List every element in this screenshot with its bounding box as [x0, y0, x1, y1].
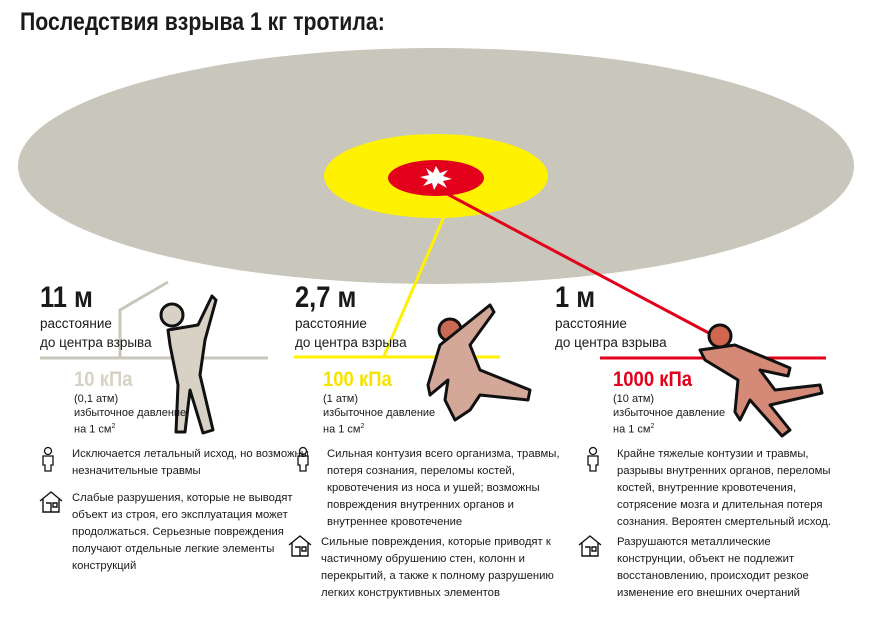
distance-value: 2,7 м: [295, 281, 357, 314]
falling-person-figure: [426, 303, 532, 422]
superscript: 2: [111, 423, 116, 430]
atm-value: (0,1 атм): [74, 393, 119, 405]
person-icon: [295, 446, 311, 478]
distance-label: до центра взрыва: [40, 335, 152, 350]
lying-person-figure: [698, 323, 824, 438]
distance-label: до центра взрыва: [555, 335, 667, 350]
house-icon: [287, 534, 313, 564]
pressure-value: 100 кПа: [323, 368, 392, 391]
pressure-details: (10 атм) избыточное давление на 1 см2: [613, 392, 725, 437]
pressure-details: (0,1 атм) избыточное давление на 1 см2: [74, 392, 186, 437]
zone-1m: 1 м расстояние до центра взрыва 1000 кПа…: [555, 281, 831, 600]
distance-label: расстояние: [40, 316, 112, 331]
people-effect-text: Крайне тяжелые контузии и травмы, разрыв…: [617, 448, 832, 528]
house-icon: [38, 490, 64, 520]
yellow-pointer-line: [382, 211, 448, 357]
building-effect-text: Слабые разрушения, которые не выводят об…: [72, 492, 293, 572]
per-area: на 1 см: [74, 423, 112, 436]
distance-label: расстояние: [555, 316, 627, 331]
distance-value: 1 м: [555, 281, 596, 314]
people-effect-text: Исключается летальный исход, но возможны…: [72, 448, 309, 477]
superscript: 2: [360, 423, 365, 430]
gray-pointer-line: [118, 280, 169, 358]
person-icon: [40, 446, 56, 478]
pressure-label: избыточное давление: [323, 407, 436, 419]
per-area: на 1 см: [323, 423, 361, 436]
person-icon: [585, 446, 601, 478]
distance-value: 11 м: [40, 281, 93, 314]
superscript: 2: [650, 423, 655, 430]
atm-value: (10 атм): [613, 393, 655, 405]
pressure-value: 1000 кПа: [613, 368, 693, 391]
zone-11m: 11 м расстояние до центра взрыва 10 кПа …: [39, 281, 310, 572]
zone-2-7m: 2,7 м расстояние до центра взрыва 100 кП…: [288, 281, 565, 599]
explosion-icon: [420, 166, 452, 190]
people-effect-text: Сильная контузия всего организма, травмы…: [327, 448, 560, 528]
per-area: на 1 см: [613, 423, 651, 436]
standing-person-figure: [159, 294, 218, 435]
red-pointer-line: [435, 186, 723, 342]
pressure-value: 10 кПа: [74, 368, 133, 391]
building-effect-text: Сильные повреждения, которые приводят к …: [321, 536, 554, 599]
distance-label: до центра взрыва: [295, 335, 407, 350]
pressure-details: (1 атм) избыточное давление на 1 см2: [323, 392, 435, 437]
house-icon: [577, 534, 603, 564]
pressure-label: избыточное давление: [613, 407, 726, 419]
pressure-label: избыточное давление: [74, 407, 187, 419]
page-title: Последствия взрыва 1 кг тротила:: [20, 8, 385, 36]
building-effect-text: Разрушаются металлические конструнции, о…: [617, 536, 809, 599]
distance-label: расстояние: [295, 316, 367, 331]
atm-value: (1 атм): [323, 393, 358, 405]
